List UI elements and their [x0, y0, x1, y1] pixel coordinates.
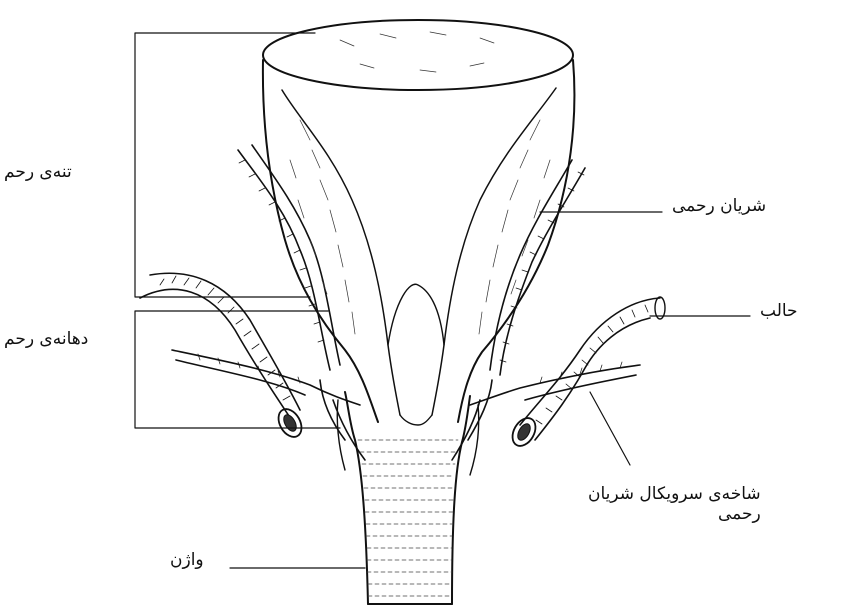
label-uterine-artery: شریان رحمی — [672, 197, 766, 217]
left-uterine-artery — [172, 145, 365, 460]
label-vagina: واژن — [170, 551, 204, 571]
label-uterus-body: تنه‌ی رحم — [4, 163, 72, 183]
right-uterine-artery — [452, 160, 640, 460]
cervix-vagina — [337, 392, 478, 604]
label-cervical-branch-line2: رحمی — [588, 505, 761, 525]
label-cervix: دهانه‌ی رحم — [4, 330, 88, 350]
uterus-body — [263, 20, 575, 425]
label-ureter: حالب — [760, 302, 798, 322]
label-cervical-branch: شاخه‌ی سرویکال شریان رحمی — [588, 485, 761, 524]
left-ureter — [140, 273, 306, 441]
label-cervical-branch-line1: شاخه‌ی سرویکال شریان — [588, 485, 761, 505]
